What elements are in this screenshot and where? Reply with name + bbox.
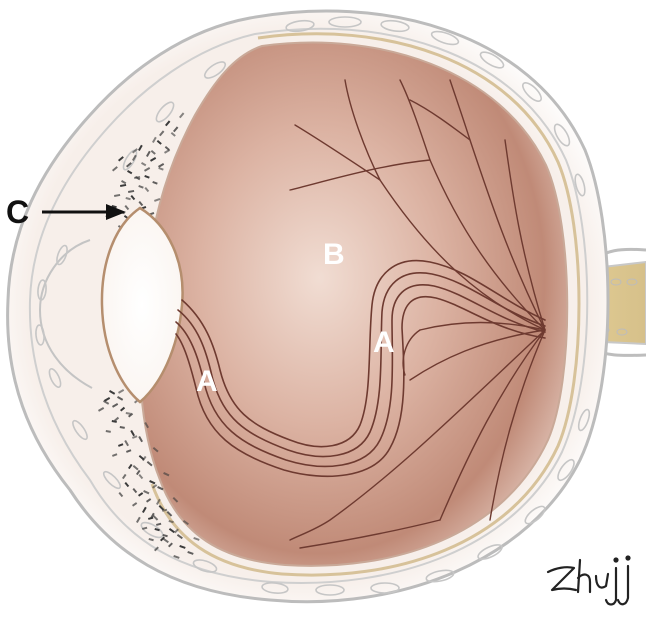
label-a-right: A: [373, 328, 395, 358]
label-b: B: [323, 240, 345, 270]
artist-signature: [548, 557, 630, 605]
vitreous-body: [140, 43, 567, 566]
label-a-left: A: [196, 367, 218, 397]
label-c: C: [6, 196, 29, 228]
